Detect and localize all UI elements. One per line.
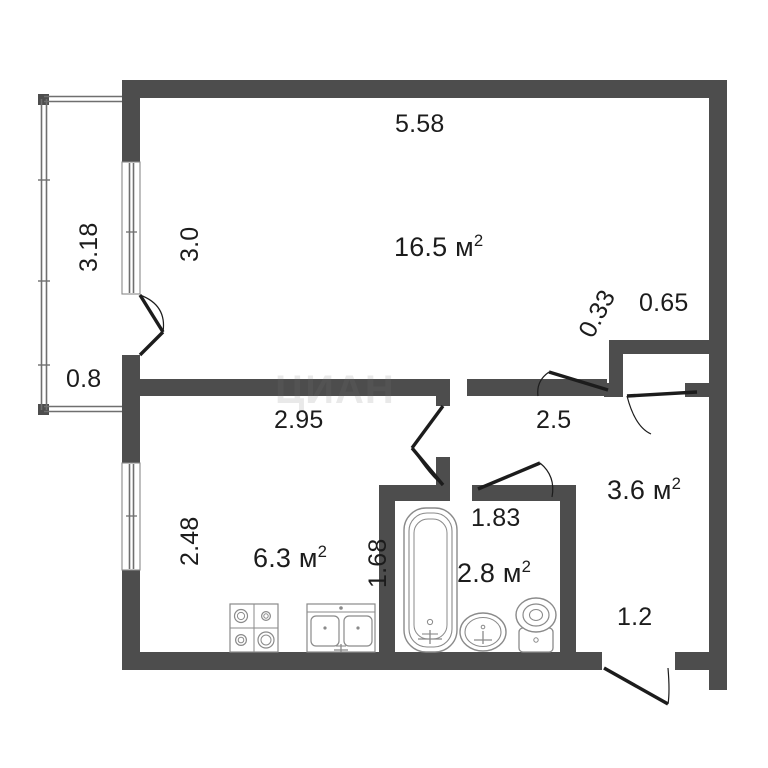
dimension-hall-top: 2.5 (536, 406, 572, 434)
area-living-room-value: 16.5 (394, 232, 448, 262)
wall-exterior-bottom-left (122, 652, 602, 670)
wall-exterior-left-kitchen-lower (122, 570, 140, 670)
wall-closet-left (609, 340, 623, 395)
wall-bath-right (560, 485, 576, 655)
closet-door (537, 370, 609, 397)
area-bathroom: 2.8 м2 (457, 557, 532, 588)
dimension-kitchen-right: 1.68 (364, 538, 392, 588)
balcony-post-bottom (38, 404, 49, 415)
wall-exterior-left-kitchen-upper (122, 415, 140, 463)
balcony-post-top (38, 94, 49, 105)
area-kitchen-exp: 2 (317, 542, 328, 561)
wall-interior-middle-right (467, 379, 607, 396)
sink (306, 603, 376, 653)
area-bathroom-exp: 2 (521, 557, 532, 576)
area-hallway-value: 3.6 (607, 475, 646, 505)
walls-group (122, 80, 727, 690)
windows-group (121, 161, 141, 571)
wall-bath-left (379, 485, 395, 655)
area-bathroom-value: 2.8 (457, 558, 496, 588)
wall-closet-jamb (604, 383, 623, 397)
washbasin (459, 612, 507, 652)
wall-interior-middle-left (122, 379, 442, 396)
area-hallway-unit: м (652, 475, 672, 505)
hall-right-door (626, 390, 698, 435)
area-kitchen-value: 6.3 (253, 543, 292, 573)
dimension-balcony-width: 0.8 (66, 365, 102, 393)
area-hallway: 3.6 м2 (607, 474, 682, 505)
door-jamb-kitchen-top (436, 379, 450, 406)
wall-exterior-left-top-pier (122, 80, 140, 162)
bathroom-door (477, 461, 554, 498)
dimension-top-width: 5.58 (395, 110, 445, 138)
area-living-room-exp: 2 (473, 231, 484, 250)
doors-group (138, 294, 698, 706)
balcony-glazing-top (44, 95, 130, 103)
wall-exterior-top (122, 80, 727, 98)
area-kitchen-unit: м (298, 543, 318, 573)
fixtures-group (229, 507, 557, 653)
stove (229, 603, 279, 653)
area-bathroom-unit: м (502, 558, 522, 588)
wall-closet-top (609, 340, 709, 354)
area-living-room: 16.5 м2 (394, 231, 484, 262)
wall-closet-right-jamb (685, 383, 709, 397)
dimension-bath-width: 1.83 (471, 504, 521, 532)
dimension-balcony-length: 3.18 (75, 222, 103, 272)
dimension-hall-bottom: 1.2 (617, 603, 653, 631)
toilet (515, 597, 557, 653)
wall-exterior-right-lower (709, 340, 727, 690)
balcony-door (138, 294, 165, 357)
balcony-glazing-left (38, 99, 50, 410)
dimension-living-left: 3.0 (176, 226, 204, 262)
bathtub (403, 507, 458, 653)
wall-bath-top-right (472, 485, 576, 501)
wall-exterior-bottom-right (675, 652, 727, 670)
wall-bath-top-left (379, 485, 445, 501)
area-kitchen: 6.3 м2 (253, 542, 328, 573)
kitchen-window (121, 462, 141, 571)
kitchen-door (410, 404, 445, 487)
wall-bath-jamb-left (436, 457, 450, 501)
balcony-glazing-bottom (44, 405, 130, 413)
dimension-closet-width: 0.65 (639, 289, 689, 317)
living-window (121, 161, 141, 295)
area-living-room-unit: м (455, 232, 474, 262)
area-hallway-exp: 2 (671, 474, 682, 493)
entrance-door (603, 666, 670, 706)
balcony-glazing-group (38, 94, 130, 415)
dimension-kitchen-left: 2.48 (176, 516, 204, 566)
wall-exterior-right-upper (709, 80, 727, 340)
dimension-kitchen-top: 2.95 (274, 406, 324, 434)
